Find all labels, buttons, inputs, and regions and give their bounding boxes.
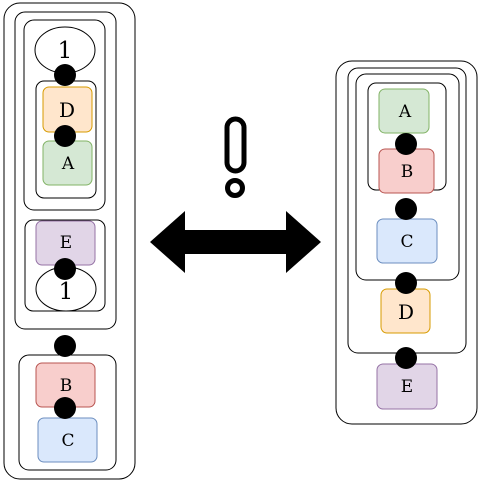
left-node-d-label: D <box>59 98 75 122</box>
tensor-icon <box>54 397 76 419</box>
exclamation-bar <box>224 116 247 174</box>
left-bottom-loop-label: 1 <box>59 279 74 305</box>
left-node-c-label: C <box>61 431 74 451</box>
tensor-icon <box>395 272 417 294</box>
left-node-a-label: A <box>61 154 75 174</box>
double-arrow-icon <box>150 211 321 273</box>
tensor-icon <box>54 64 76 86</box>
right-node-e-label: E <box>401 377 413 397</box>
right-expression: A B C D E <box>335 60 478 425</box>
right-outer-frame <box>335 60 478 425</box>
middle: ! <box>150 116 321 273</box>
left-node-e-label: E <box>60 233 72 253</box>
tensor-icon <box>395 198 417 220</box>
left-node-b-label: B <box>60 376 73 396</box>
right-node-a <box>378 88 430 134</box>
left-frame-bc <box>18 354 117 471</box>
tensor-icon <box>395 133 417 155</box>
right-node-c-label: C <box>400 232 413 252</box>
exclamation-dot <box>225 178 245 198</box>
left-upper-frame <box>14 11 117 330</box>
right-node-a-label: A <box>398 102 412 122</box>
left-outer-frame <box>3 2 136 480</box>
tensor-icon <box>54 258 76 280</box>
tensor-icon <box>54 335 76 357</box>
tensor-icon <box>395 347 417 369</box>
right-node-d-label: D <box>398 300 414 324</box>
left-top-loop-label: 1 <box>58 38 73 64</box>
left-frame-1d1 <box>23 19 106 211</box>
tensor-icon <box>54 125 76 147</box>
left-expression: 1 D A E 1 B C <box>3 2 136 480</box>
right-node-b-label: B <box>401 162 414 182</box>
